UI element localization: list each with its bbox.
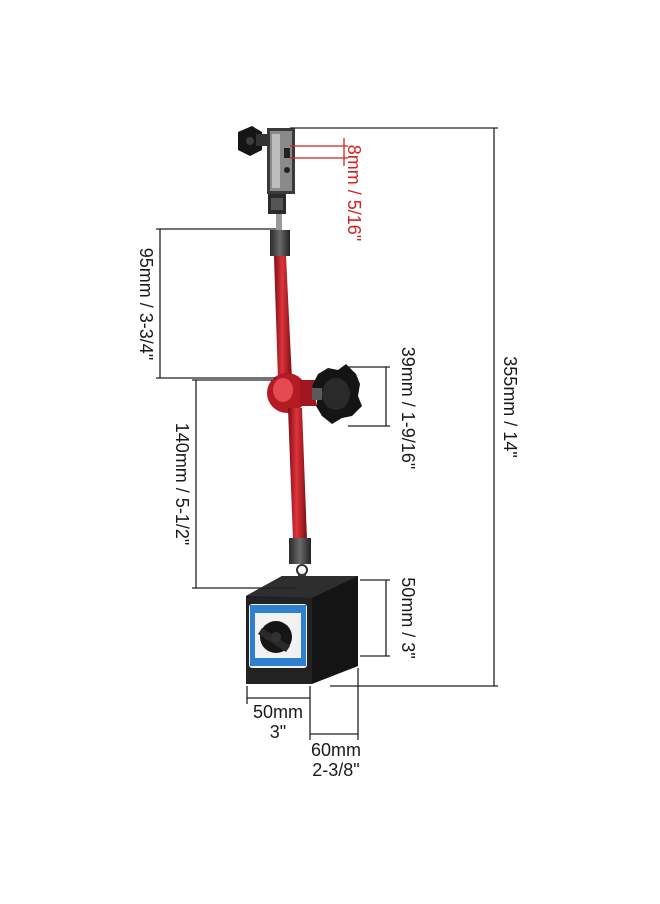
switch-knob-icon [258,621,292,653]
clamp-slot-label: 8mm / 5/16" [344,145,364,241]
dimension-lines [156,127,498,740]
base-height-label: 50mm / 3" [398,577,418,658]
base-depth-inch: 2-3/8" [312,760,360,780]
base-width-mm: 50mm [252,702,303,722]
base-width-inch: 3" [269,722,287,742]
knob-label: 39mm / 1-9/16" [398,347,418,469]
upper-joint [270,230,290,256]
upper-arm [274,256,292,380]
clamp-head [238,126,295,230]
lower-joint [289,538,311,564]
base-depth-label: 60mm 2-3/8" [298,740,374,780]
upper-arm-label: 95mm / 3-3/4" [136,248,156,360]
magnetic-stand-illustration [238,126,362,684]
magnetic-base [246,576,358,684]
lower-arm-label: 140mm / 5-1/2" [172,423,192,545]
base-width-label: 50mm 3" [248,702,308,742]
total-height-label: 355mm / 14" [500,356,520,457]
base-depth-mm: 60mm [310,740,361,760]
middle-joint [267,373,316,413]
clamp-slot-dimension [290,138,348,166]
star-knob-icon [312,364,362,424]
lower-arm [288,408,307,540]
